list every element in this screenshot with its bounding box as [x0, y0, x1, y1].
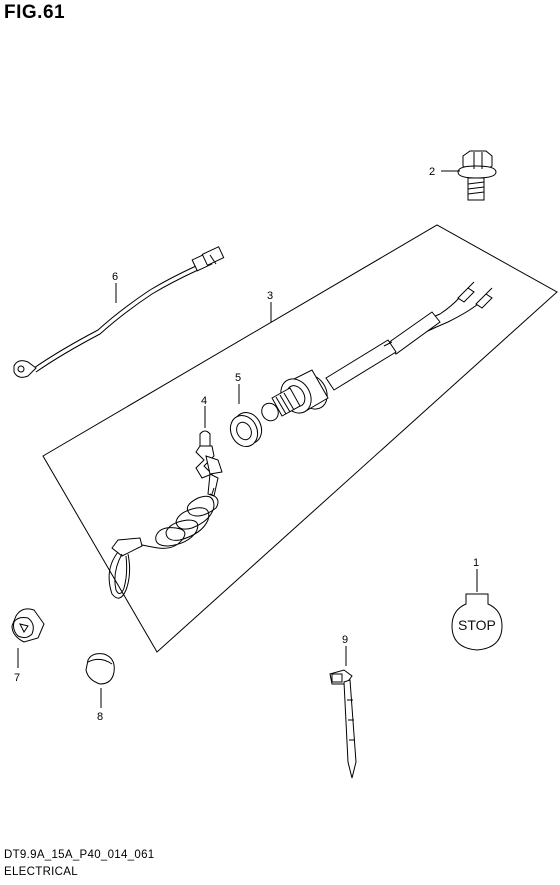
- cable-tie-part-9[interactable]: [329, 669, 357, 779]
- grommet-part-7[interactable]: [11, 608, 45, 643]
- callout-8: 8: [97, 711, 103, 723]
- stop-label-text: STOP: [458, 617, 496, 633]
- bolt-part-2[interactable]: [457, 150, 497, 201]
- callout-4: 4: [201, 395, 207, 407]
- figure-title: FIG.61: [4, 2, 66, 23]
- callout-9: 9: [342, 634, 348, 646]
- lead-wire-part-6[interactable]: [13, 246, 225, 378]
- nut-part-5[interactable]: [225, 408, 266, 451]
- callout-3: 3: [267, 290, 273, 302]
- stop-switch-part-3[interactable]: [259, 281, 493, 424]
- callout-7: 7: [14, 672, 20, 684]
- callout-6: 6: [112, 271, 118, 283]
- stop-label-part-1[interactable]: [451, 593, 503, 651]
- callout-1: 1: [473, 557, 479, 569]
- callout-5: 5: [235, 372, 241, 384]
- drawing-category: ELECTRICAL: [4, 866, 78, 878]
- drawing-code: DT9.9A_15A_P40_014_061: [4, 849, 155, 861]
- callout-2: 2: [429, 166, 435, 178]
- cap-part-8[interactable]: [85, 653, 115, 685]
- kit-outline: [42, 224, 558, 653]
- lanyard-part-4[interactable]: [108, 430, 223, 599]
